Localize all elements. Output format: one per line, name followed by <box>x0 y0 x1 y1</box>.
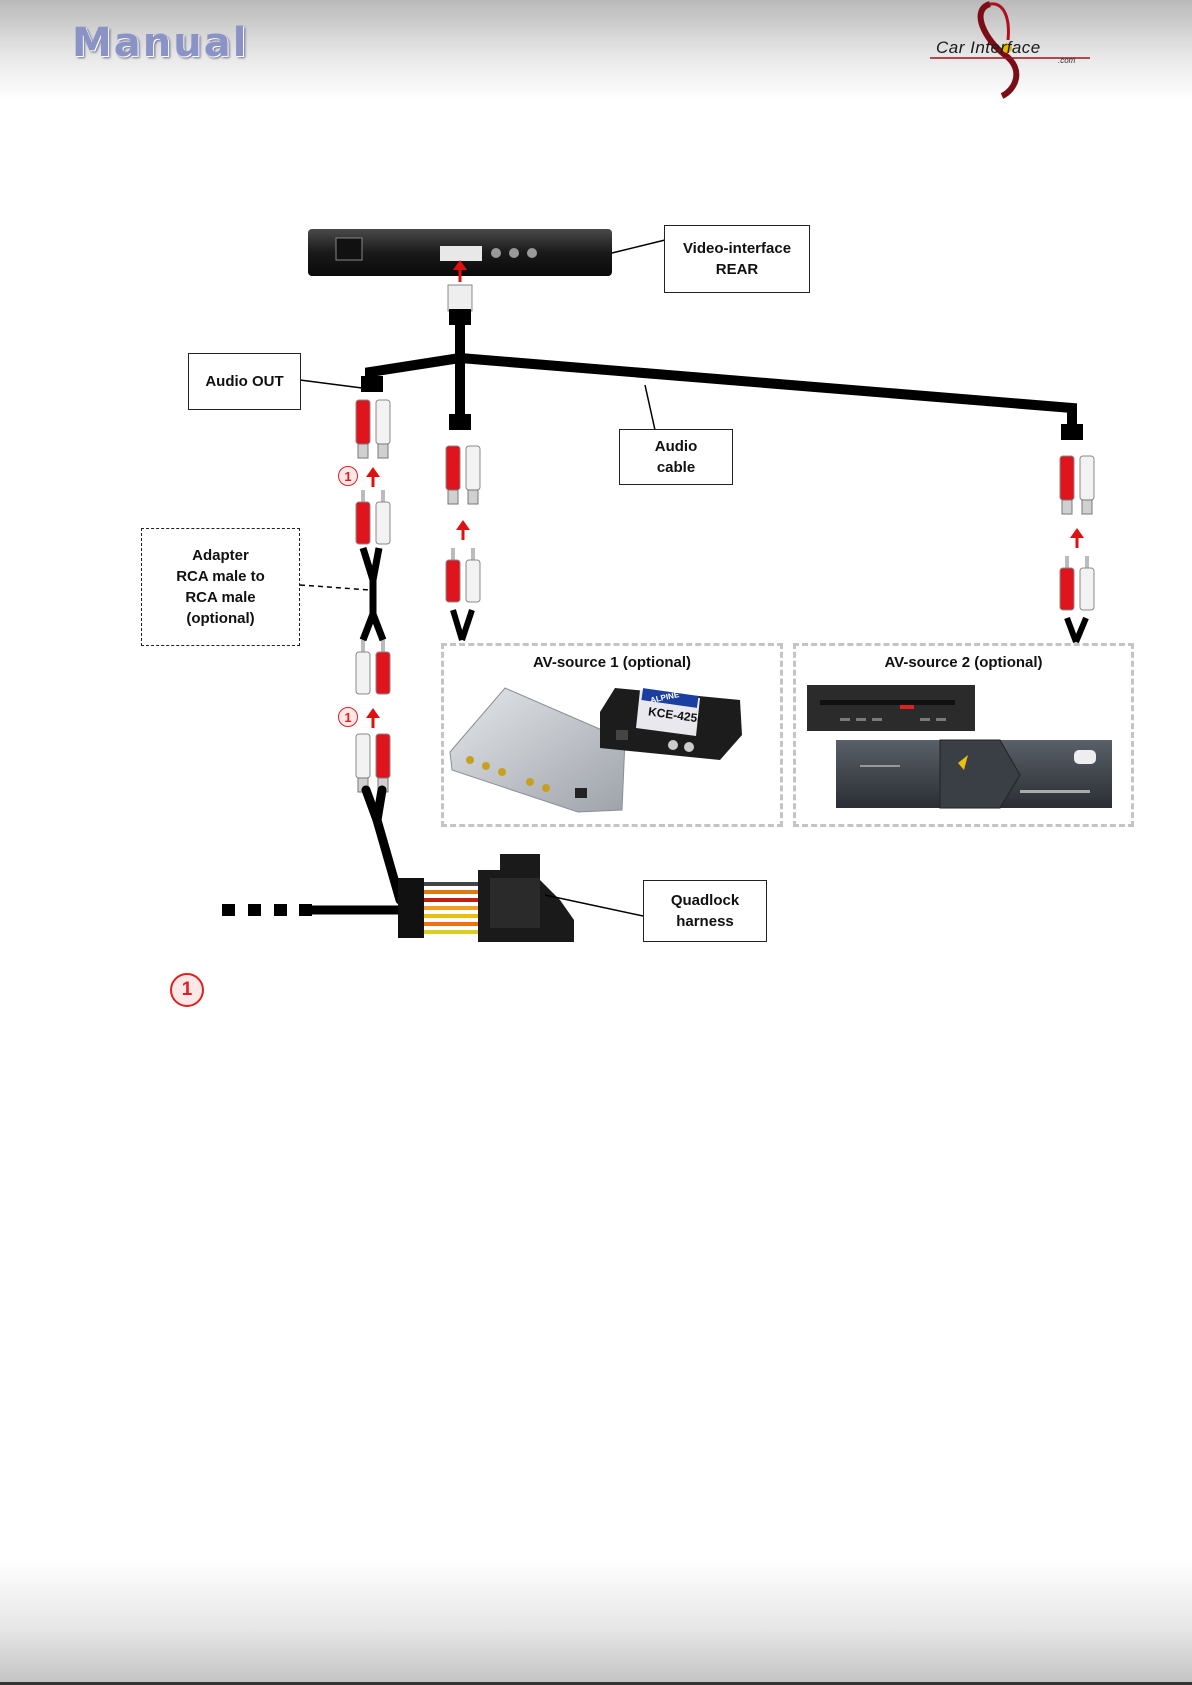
harness-cable <box>310 790 410 910</box>
adapter-cable <box>363 548 383 640</box>
audio-cable <box>370 322 1072 430</box>
step-badge-upper: 1 <box>338 466 358 486</box>
rca-female-harness <box>356 734 390 792</box>
rca-female-source-2 <box>1060 456 1094 514</box>
arrow-up-icon <box>456 520 470 530</box>
quadlock-label: Quadlock harness <box>643 880 767 942</box>
av-source-1-group: AV-source 1 (optional) <box>441 643 783 827</box>
quadlock-connector <box>398 854 574 942</box>
av-source-2-group: AV-source 2 (optional) <box>793 643 1134 827</box>
arrow-up-icon <box>366 467 380 477</box>
rca-female-audio-out <box>356 400 390 458</box>
arrow-up-icon <box>1070 528 1084 538</box>
audio-cable-leader <box>645 385 655 430</box>
arrow-up-icon <box>366 708 380 718</box>
av-source-1-title: AV-source 1 (optional) <box>444 654 780 671</box>
av-source-2-title: AV-source 2 (optional) <box>796 654 1131 671</box>
audio-out-label: Audio OUT <box>188 353 301 410</box>
white-connector <box>448 285 472 311</box>
step-badge-lower: 1 <box>338 707 358 727</box>
dotted-continuation <box>222 904 312 916</box>
video-interface-leader <box>612 240 665 253</box>
legend-step-badge: 1 <box>170 973 204 1007</box>
rca-male-adapter-top <box>356 490 390 544</box>
audio-out-leader <box>300 380 362 388</box>
video-interface-label: Video-interface REAR <box>664 225 810 293</box>
rca-male-source-2 <box>1060 556 1094 610</box>
rca-female-source-1 <box>446 446 480 504</box>
rca-male-adapter-bottom <box>356 640 390 694</box>
adapter-label: Adapter RCA male to RCA male (optional) <box>141 528 300 646</box>
audio-cable-label: Audio cable <box>619 429 733 485</box>
rca-male-source-1 <box>446 548 480 602</box>
adapter-leader <box>300 585 370 590</box>
